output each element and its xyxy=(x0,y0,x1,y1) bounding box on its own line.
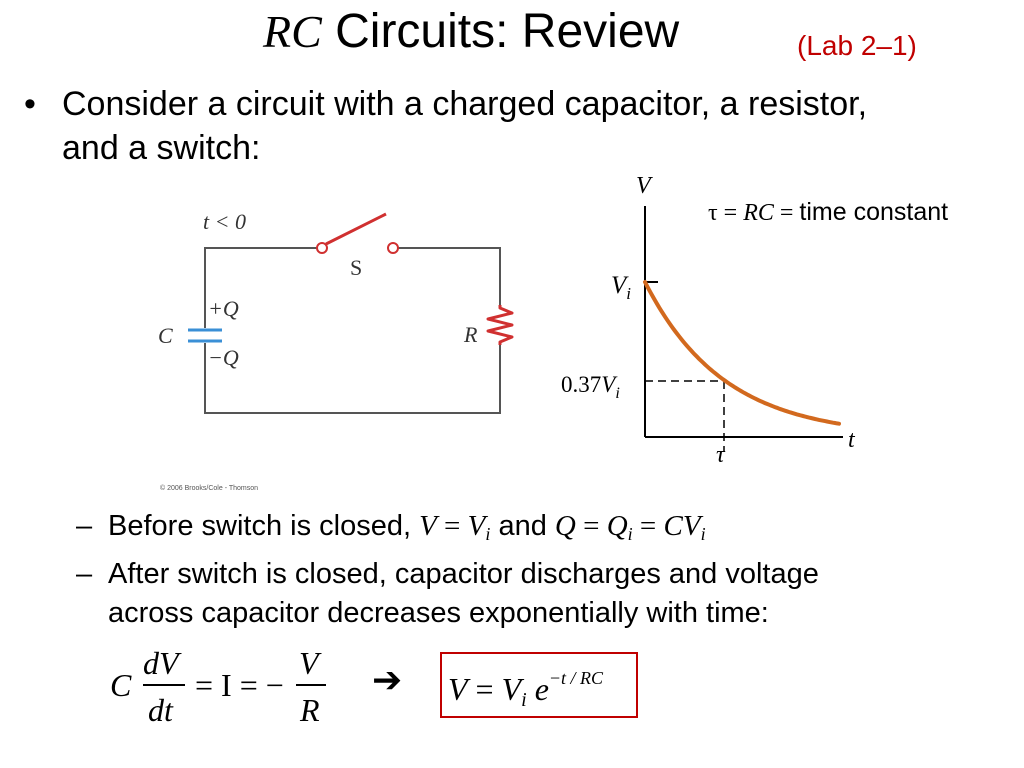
result-equation: V = Vi e−t / RC xyxy=(448,668,604,711)
bullet-dot: • xyxy=(24,85,36,123)
sub-bullet-after-line2: across capacitor decreases exponentially… xyxy=(108,597,769,629)
eq-v: V xyxy=(299,645,319,681)
lab-reference: (Lab 2–1) xyxy=(797,30,917,61)
tau-tick-label: τ xyxy=(716,442,726,468)
wire-bottom xyxy=(204,343,501,414)
switch-label: S xyxy=(350,255,362,280)
plus-q-label: +Q xyxy=(208,296,239,321)
wire-top-left xyxy=(204,247,322,328)
eq-dv: dV xyxy=(143,645,179,681)
sub-bullet-dash: – xyxy=(76,510,93,542)
wire-top-right xyxy=(393,247,501,305)
eq-r: R xyxy=(300,692,320,728)
slide-title: RC Circuits: Review xyxy=(263,4,679,59)
result-box xyxy=(440,652,638,718)
switch-symbol xyxy=(316,212,399,254)
rc-symbol: RC xyxy=(743,200,774,226)
x-axis-label: t xyxy=(848,427,856,453)
eq-equals-i: = I = − xyxy=(195,667,284,703)
resistor-label: R xyxy=(463,322,478,347)
eq-dt: dt xyxy=(148,692,173,728)
fraction-bar xyxy=(296,684,326,686)
minus-q-label: −Q xyxy=(208,345,239,370)
time-constant-text: time constant xyxy=(799,198,949,226)
capacitor-symbol xyxy=(188,328,222,343)
tau-symbol: τ xyxy=(708,200,718,226)
sub-bullet-before: Before switch is closed, V = Vi and Q = … xyxy=(108,510,706,544)
title-text: Circuits: Review xyxy=(321,5,680,58)
circuit-diagram: t < 0 S C +Q −Q R xyxy=(158,209,514,414)
time-condition: t < 0 xyxy=(203,209,246,234)
fraction-bar xyxy=(143,684,185,686)
eq-c: C xyxy=(110,667,132,703)
vi-label: Vi xyxy=(611,272,631,303)
title-rc: RC xyxy=(263,6,322,57)
bullet-text: Consider a circuit with a charged capaci… xyxy=(62,85,868,167)
implies-arrow-icon: ➔ xyxy=(372,660,403,701)
decay-graph: V t Vi 0.37Vi τ xyxy=(561,173,856,468)
sub-bullet-after-line1: After switch is closed, capacitor discha… xyxy=(108,558,819,590)
tau-definition: τ = RC = time constant xyxy=(708,198,949,226)
resistor-symbol xyxy=(486,305,514,345)
sub-bullet-dash: – xyxy=(76,558,93,590)
y-axis-label: V xyxy=(636,173,653,199)
decay-curve xyxy=(643,280,841,426)
capacitor-label: C xyxy=(158,323,173,348)
v037-label: 0.37Vi xyxy=(561,372,620,402)
copyright-note: © 2006 Brooks/Cole - Thomson xyxy=(160,485,259,492)
